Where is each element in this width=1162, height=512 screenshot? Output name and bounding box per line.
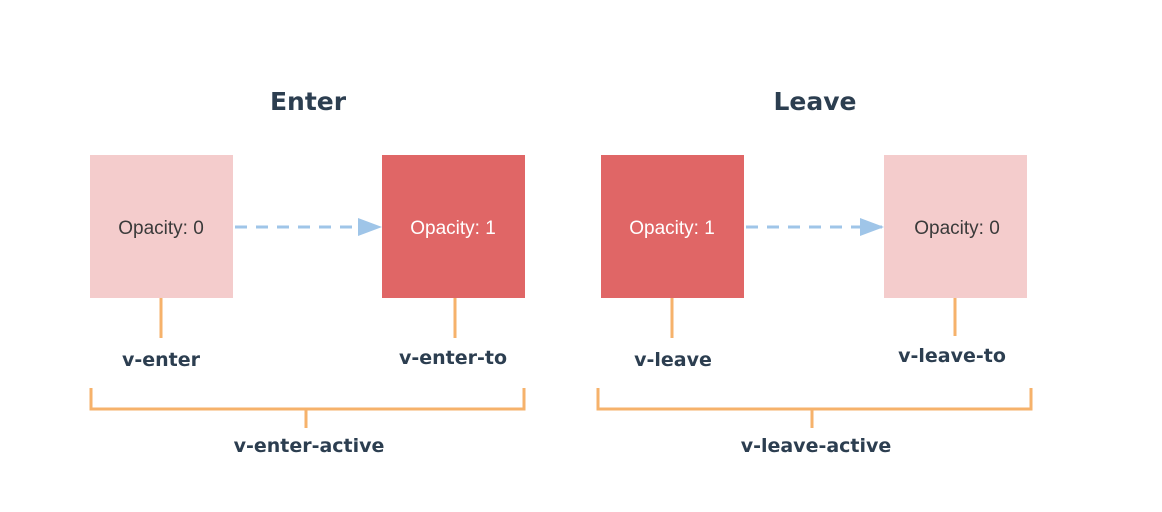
enter-to-box-text: Opacity: 1: [410, 218, 496, 239]
leave-active-label: v-leave-active: [741, 435, 892, 457]
enter-from-box-text: Opacity: 0: [118, 218, 204, 239]
leave-section: Leave Opacity: 1 Opacity: 0 v-leave v-le…: [596, 87, 1033, 457]
leave-from-box-text: Opacity: 1: [629, 218, 715, 239]
enter-from-label: v-enter: [122, 349, 201, 371]
leave-to-label: v-leave-to: [898, 345, 1006, 367]
leave-to-box-text: Opacity: 0: [914, 218, 1000, 239]
leave-title: Leave: [773, 87, 856, 116]
leave-from-box: [601, 155, 744, 298]
leave-active-bracket: [596, 388, 1033, 411]
leave-from-label: v-leave: [634, 349, 712, 371]
enter-section: Enter Opacity: 0 Opacity: 1 v-enter v-en…: [89, 87, 526, 457]
enter-to-label: v-enter-to: [399, 347, 507, 369]
enter-to-box: [382, 155, 525, 298]
enter-from-box: [90, 155, 233, 298]
enter-active-label: v-enter-active: [234, 435, 385, 457]
enter-title: Enter: [270, 87, 347, 116]
enter-active-bracket: [89, 388, 526, 411]
leave-to-box: [884, 155, 1027, 298]
